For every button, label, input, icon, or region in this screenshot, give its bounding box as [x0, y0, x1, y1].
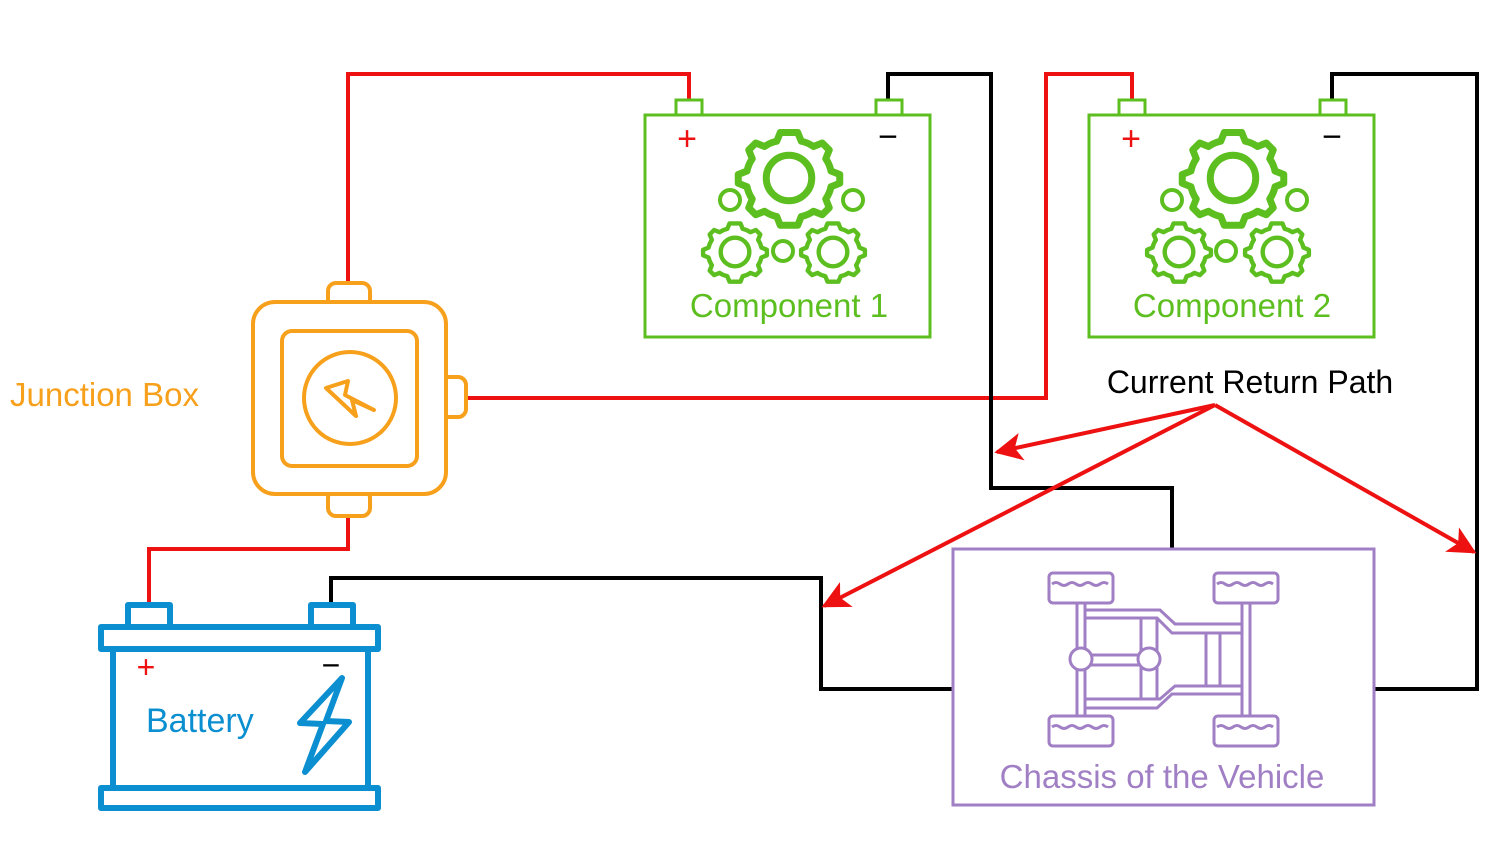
vehicle-chassis-icon [1047, 571, 1280, 748]
component2-minus-sign: − [1322, 118, 1342, 156]
arrow-to-battery-ground [821, 403, 1216, 608]
lightning-circle-icon [302, 350, 398, 446]
battery-top-lid [98, 624, 381, 652]
junction-box-label: Junction Box [10, 376, 199, 413]
component2-plus-sign: + [1121, 120, 1141, 158]
battery-node [98, 602, 381, 811]
wire-component1-to-chassis [886, 72, 1174, 549]
component1-node [643, 98, 932, 339]
component2-label: Component 2 [1133, 287, 1331, 324]
wire-junction-to-component1 [346, 72, 691, 284]
battery-minus-terminal [308, 602, 356, 630]
component2-minus-terminal [1318, 98, 1348, 117]
chassis-node [951, 547, 1376, 807]
wire-component2-to-chassis [1330, 72, 1479, 691]
lightning-bolt-icon [297, 675, 352, 775]
wire-junction-to-component2 [468, 72, 1134, 400]
component2-node [1087, 98, 1376, 339]
component2-body [1087, 113, 1376, 339]
arrow-to-component1-ground [994, 403, 1216, 461]
wire-battery-to-chassis [329, 576, 953, 691]
current-return-path-label: Current Return Path [1107, 364, 1393, 400]
wire-battery-to-junction [147, 516, 350, 604]
component1-body [643, 113, 932, 339]
component1-label: Component 1 [690, 287, 888, 324]
arrow-to-component2-ground [1214, 403, 1477, 554]
component2-plus-terminal [1117, 98, 1147, 117]
battery-minus-sign: − [322, 647, 341, 683]
return-path-arrows [821, 403, 1477, 608]
battery-bottom-base [98, 785, 381, 811]
gears-icon [703, 133, 865, 282]
component1-minus-terminal [874, 98, 904, 117]
battery-plus-terminal [125, 602, 173, 630]
component1-minus-sign: − [878, 118, 898, 156]
component1-plus-sign: + [677, 120, 697, 158]
junction-box-node [251, 281, 468, 518]
junction-box-inner [280, 329, 419, 468]
component1-plus-terminal [674, 98, 704, 117]
battery-label: Battery [146, 702, 254, 740]
gears-icon [1147, 133, 1309, 282]
battery-plus-sign: + [137, 649, 156, 685]
chassis-label: Chassis of the Vehicle [1000, 758, 1325, 795]
chassis-body [951, 547, 1376, 807]
